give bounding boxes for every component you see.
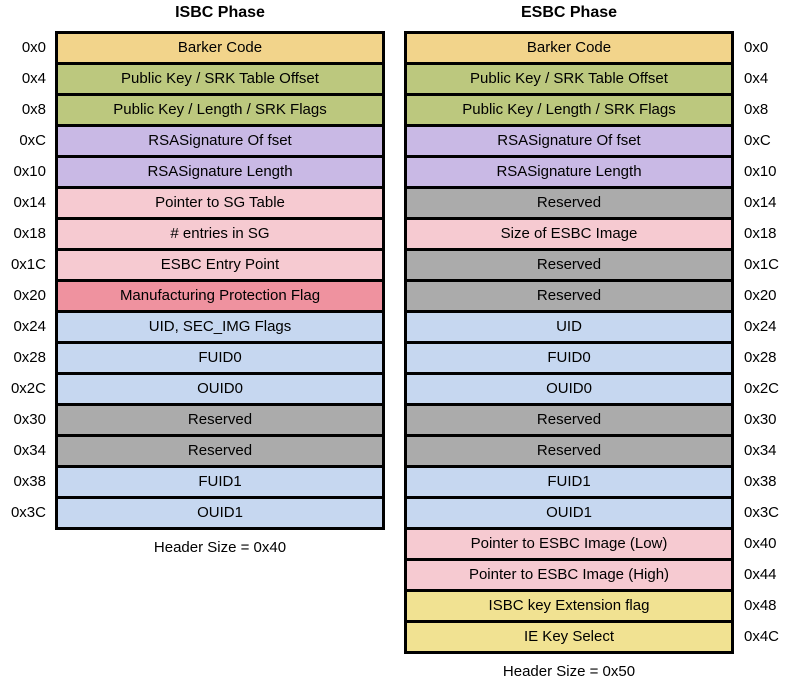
field-cell: UID — [407, 313, 731, 344]
field-cell: RSASignature Length — [407, 158, 731, 189]
offset-label: 0x28 — [744, 349, 777, 366]
offset-label: 0x28 — [13, 349, 46, 366]
field-cell: OUID0 — [58, 375, 382, 406]
offset-label: 0x34 — [744, 442, 777, 459]
field-cell: Reserved — [407, 189, 731, 220]
field-cell: Size of ESBC Image — [407, 220, 731, 251]
field-cell: IE Key Select — [407, 623, 731, 651]
field-cell: FUID1 — [58, 468, 382, 499]
offset-label: 0x3C — [744, 504, 780, 521]
field-cell: RSASignature Of fset — [58, 127, 382, 158]
isbc-header-size-label: Header Size = 0x40 — [153, 539, 287, 556]
offset-label: 0x4C — [744, 628, 780, 645]
offset-label: 0x18 — [744, 225, 777, 242]
offset-label: 0x8 — [744, 101, 769, 118]
offset-label: 0x48 — [744, 597, 777, 614]
field-cell: Public Key / Length / SRK Flags — [407, 96, 731, 127]
field-cell: Reserved — [407, 251, 731, 282]
offset-label: 0x3C — [10, 504, 46, 521]
offset-label: 0x40 — [744, 535, 777, 552]
offset-label: 0x30 — [13, 411, 46, 428]
esbc-header-size-label: Header Size = 0x50 — [502, 663, 636, 678]
field-cell: FUID0 — [407, 344, 731, 375]
offset-label: 0x4 — [21, 70, 46, 87]
field-cell: ISBC key Extension flag — [407, 592, 731, 623]
offset-label: 0x4 — [744, 70, 769, 87]
offset-label: 0x0 — [744, 39, 769, 56]
field-cell: Pointer to ESBC Image (Low) — [407, 530, 731, 561]
offset-label: 0x8 — [21, 101, 46, 118]
field-cell: ESBC Entry Point — [58, 251, 382, 282]
field-cell: Reserved — [58, 406, 382, 437]
field-cell: # entries in SG — [58, 220, 382, 251]
offset-label: 0x38 — [13, 473, 46, 490]
offset-label: 0x2C — [10, 380, 46, 397]
offset-label: 0x24 — [13, 318, 46, 335]
offset-label: 0x20 — [744, 287, 777, 304]
field-cell: OUID1 — [58, 499, 382, 527]
field-cell: Reserved — [58, 437, 382, 468]
offset-label: 0x38 — [744, 473, 777, 490]
offset-label: 0x34 — [13, 442, 46, 459]
field-cell: Barker Code — [58, 34, 382, 65]
field-cell: UID, SEC_IMG Flags — [58, 313, 382, 344]
field-cell: Reserved — [407, 437, 731, 468]
field-cell: Public Key / SRK Table Offset — [407, 65, 731, 96]
field-cell: RSASignature Length — [58, 158, 382, 189]
offset-label: 0x30 — [744, 411, 777, 428]
field-cell: Reserved — [407, 406, 731, 437]
field-cell: Public Key / SRK Table Offset — [58, 65, 382, 96]
field-cell: Public Key / Length / SRK Flags — [58, 96, 382, 127]
offset-label: 0x10 — [13, 163, 46, 180]
field-cell: Reserved — [407, 282, 731, 313]
offset-label: 0x24 — [744, 318, 777, 335]
offset-label: 0x14 — [13, 194, 46, 211]
isbc-phase-body: 0x0 0x4 0x8 0xC 0x10 0x14 0x18 0x1C 0x20 0x24 0x28… — [8, 31, 385, 530]
offset-label: 0x20 — [13, 287, 46, 304]
offset-label: 0xC — [744, 132, 771, 149]
esbc-offset-column: 0x0 0x4 0x8 0xC 0x10 0x14 0x18 0x1C 0x20 0x24 0x28… — [734, 31, 789, 654]
offset-label: 0x1C — [10, 256, 46, 273]
offset-label: 0x1C — [744, 256, 780, 273]
isbc-offset-column: 0x0 0x4 0x8 0xC 0x10 0x14 0x18 0x1C 0x20 0x24 0x28… — [8, 31, 55, 530]
field-cell: Pointer to SG Table — [58, 189, 382, 220]
field-cell: FUID0 — [58, 344, 382, 375]
field-cell: OUID0 — [407, 375, 731, 406]
field-cell: OUID1 — [407, 499, 731, 530]
offset-label: 0x44 — [744, 566, 777, 583]
field-cell: Manufacturing Protection Flag — [58, 282, 382, 313]
esbc-phase-title: ESBC Phase — [520, 4, 618, 21]
field-cell: FUID1 — [407, 468, 731, 499]
isbc-phase-title: ISBC Phase — [175, 4, 265, 21]
field-cell: Pointer to ESBC Image (High) — [407, 561, 731, 592]
offset-label: 0xC — [19, 132, 46, 149]
offset-label: 0x2C — [744, 380, 780, 397]
field-cell: RSASignature Of fset — [407, 127, 731, 158]
field-cell: Barker Code — [407, 34, 731, 65]
offset-label: 0x18 — [13, 225, 46, 242]
offset-label: 0x14 — [744, 194, 777, 211]
offset-label: 0x0 — [21, 39, 46, 56]
offset-label: 0x10 — [744, 163, 777, 180]
